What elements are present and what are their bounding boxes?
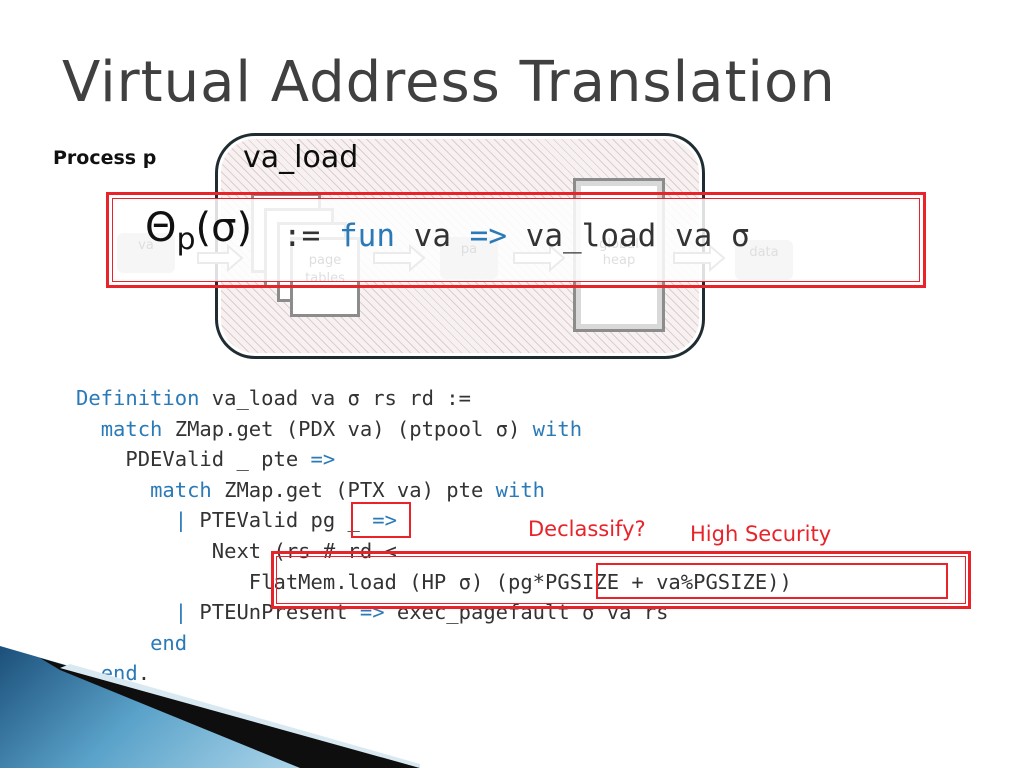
theta-symbol: Θp(σ) [145, 205, 252, 257]
declassify-annotation: Declassify? [528, 517, 646, 541]
code-keyword: | [174, 508, 188, 533]
code-block: Definition va_load va σ rs rd := match Z… [76, 383, 792, 689]
theta-glyph: Θ [145, 205, 177, 251]
code-keyword: Definition [76, 386, 200, 410]
code-text: . [137, 661, 151, 686]
code-keyword: end [150, 630, 188, 655]
formula-arrow: => [469, 218, 507, 254]
formula-box [112, 198, 920, 282]
code-text: PTEValid pg _ [187, 508, 373, 533]
pg-highlight-box [351, 502, 411, 538]
slide-title: Virtual Address Translation [62, 50, 836, 115]
theta-argument: (σ) [195, 205, 253, 251]
formula-assign: := [283, 218, 321, 254]
va-load-label: va_load [243, 140, 359, 175]
code-keyword: with [495, 477, 546, 502]
code-text: PDEValid _ pte [125, 447, 311, 472]
code-keyword: match [100, 416, 163, 441]
decorative-corner-wedge [0, 646, 420, 768]
load-highlight-outer [271, 551, 971, 609]
formula-body: va_load va σ [525, 218, 750, 254]
code-keyword: match [150, 477, 212, 502]
code-text: ZMap.get (PTX va) pte [211, 477, 496, 502]
theta-subscript: p [176, 222, 196, 257]
code-text: FlatMem.load (HP σ) (pg*PGSIZE + va%PGSI… [248, 569, 792, 594]
process-label: Process p [53, 147, 157, 169]
wedge-light-stripe [60, 664, 420, 768]
code-text: va_load va σ rs rd := [199, 386, 471, 410]
code-keyword: => [310, 447, 336, 472]
formula-definition: := fun va => va_load va σ [283, 218, 750, 254]
high-security-annotation: High Security [690, 522, 832, 546]
code-keyword: => [359, 600, 385, 625]
address-expression-box [596, 563, 948, 599]
formula-fun-keyword: fun [339, 218, 395, 254]
code-keyword: => [372, 508, 397, 533]
code-text: ZMap.get (PDX va) (ptpool σ) [162, 416, 533, 441]
code-keyword: | [174, 600, 188, 625]
formula-param: va [413, 218, 451, 254]
code-keyword: with [532, 416, 583, 441]
formula-highlight-frame [106, 192, 926, 288]
load-highlight-inner [276, 556, 966, 604]
